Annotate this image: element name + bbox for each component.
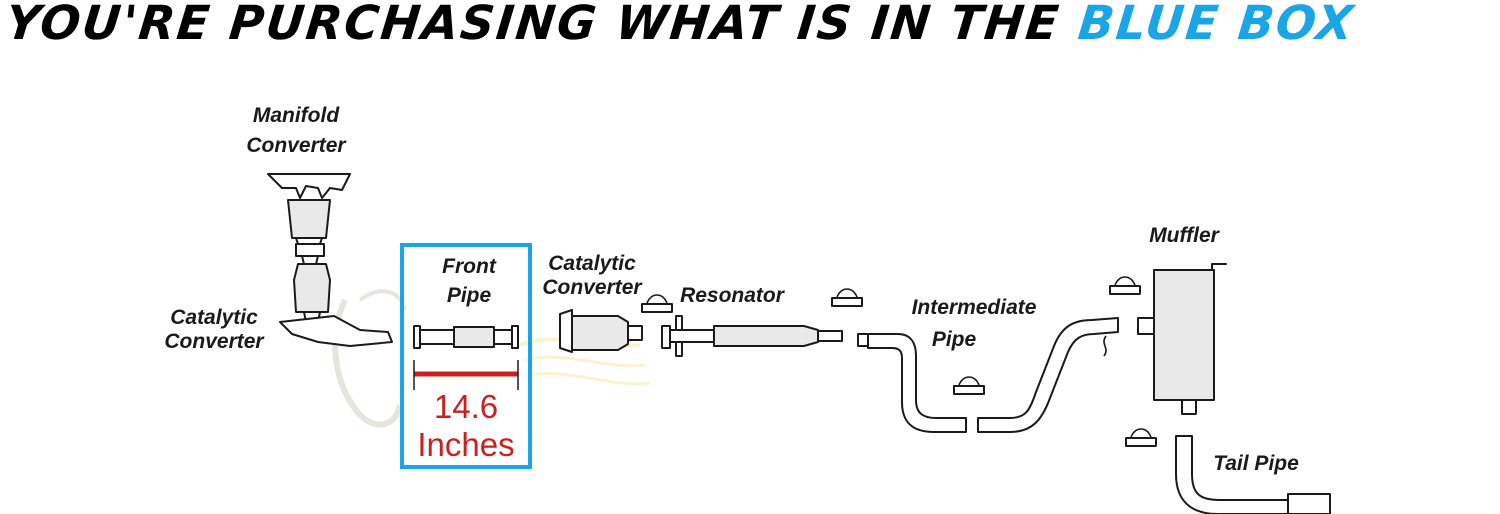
intermediate-pipe bbox=[857, 317, 1119, 433]
clamp-3-icon bbox=[953, 376, 985, 395]
front-pipe-label-2: Pipe bbox=[447, 284, 492, 307]
catalytic-converter-left bbox=[279, 243, 393, 347]
manifold-converter bbox=[267, 173, 351, 251]
front-pipe-label-1: Front bbox=[442, 255, 497, 278]
blue-highlight-box bbox=[400, 243, 532, 469]
manifold-converter-label-2: Converter bbox=[246, 134, 347, 157]
clamp-4-icon bbox=[1109, 276, 1141, 295]
tail-pipe bbox=[1175, 435, 1331, 514]
length-measurement-bar bbox=[413, 360, 519, 390]
clamp-5-icon bbox=[1125, 428, 1157, 447]
catalytic-converter-mid-label-1: Catalytic bbox=[548, 252, 636, 275]
intermediate-pipe-label-1: Intermediate bbox=[912, 296, 1037, 319]
clamp-2-icon bbox=[831, 288, 863, 307]
intermediate-pipe-label-2: Pipe bbox=[932, 328, 977, 351]
catalytic-converter-mid bbox=[559, 309, 643, 353]
front-pipe bbox=[413, 325, 519, 349]
catalytic-converter-mid-label-2: Converter bbox=[542, 276, 643, 299]
muffler bbox=[1137, 263, 1227, 415]
catalytic-converter-left-label-1: Catalytic bbox=[170, 306, 258, 329]
muffler-label: Muffler bbox=[1149, 224, 1220, 247]
resonator-label: Resonator bbox=[680, 284, 786, 307]
manifold-converter-label-1: Manifold bbox=[253, 104, 340, 127]
tail-pipe-label: Tail Pipe bbox=[1213, 452, 1299, 475]
measurement-value: 14.6 bbox=[434, 388, 498, 425]
measurement-unit: Inches bbox=[417, 426, 514, 463]
clamp-1-icon bbox=[641, 294, 673, 313]
catalytic-converter-left-label-2: Converter bbox=[164, 330, 265, 353]
resonator bbox=[661, 315, 843, 357]
